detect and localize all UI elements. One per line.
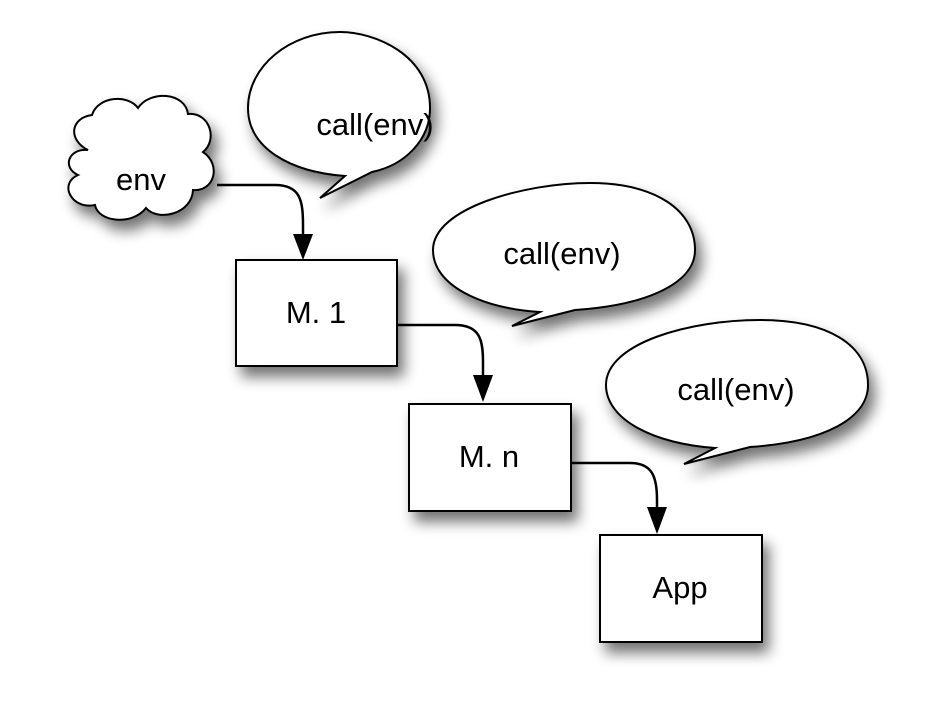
speech-bubble-2 <box>431 181 697 327</box>
app-label: App <box>652 570 707 605</box>
arrow-mn-to-app <box>572 461 667 534</box>
speech-bubble-3 <box>604 318 870 465</box>
speech-bubble-2-label: call(env) <box>503 236 620 271</box>
env-cloud-label: env <box>116 162 166 197</box>
speech-bubble-1-label: call(env) <box>316 107 433 142</box>
middleware-n-label: M. n <box>459 439 519 474</box>
middleware-n-box <box>408 403 572 512</box>
speech-bubble-3-label: call(env) <box>677 372 794 407</box>
arrow-m1-to-mn <box>398 323 493 402</box>
env-cloud <box>67 94 215 221</box>
middleware-1-box <box>235 259 398 367</box>
arrow-env-to-m1 <box>217 183 313 260</box>
app-box <box>599 534 763 643</box>
middleware-1-label: M. 1 <box>286 295 346 330</box>
speech-bubble-1 <box>246 30 432 199</box>
